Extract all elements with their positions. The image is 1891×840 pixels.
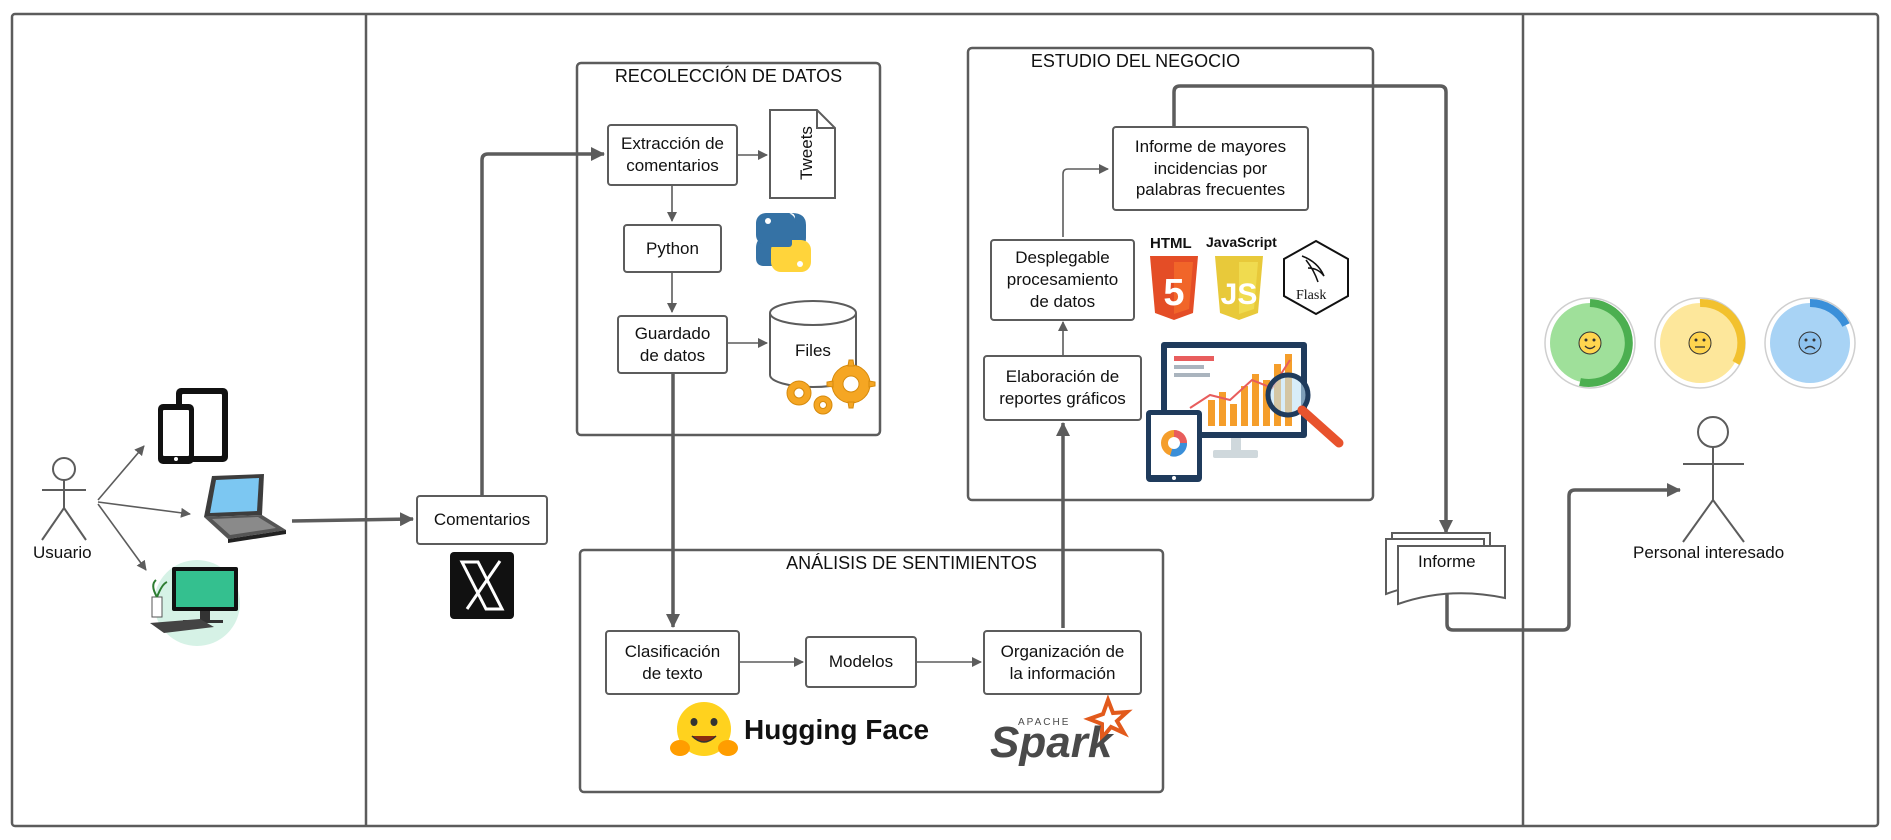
node-comentarios: Comentarios — [416, 495, 548, 545]
document-fold — [816, 110, 835, 129]
svg-text:5: 5 — [1163, 272, 1184, 314]
section-recoleccion — [575, 61, 882, 437]
node-modelos: Modelos — [805, 636, 917, 688]
user-actor-label: Usuario — [33, 543, 92, 562]
spark-logo-icon — [1083, 694, 1133, 744]
python-logo-icon — [756, 213, 811, 272]
html-logo-text: HTML — [1150, 235, 1192, 252]
node-clasificacion: Clasificación de texto — [605, 630, 740, 695]
arrow — [1062, 164, 1109, 237]
dashboard-illustration-icon — [1146, 342, 1344, 482]
hugging-face-logo-text: Hugging Face — [744, 714, 930, 745]
apache-logo-text: APACHE — [1018, 717, 1071, 728]
node-desplegable: Desplegable procesamiento de datos — [990, 239, 1135, 321]
node-organizacion: Organización de la información — [983, 630, 1142, 695]
svg-text:JS: JS — [1221, 278, 1258, 311]
arrow — [291, 512, 414, 527]
arrow — [480, 147, 605, 496]
stakeholder-actor-label: Personal interesado — [1633, 543, 1785, 562]
node-guardado: Guardado de datos — [617, 315, 728, 374]
arrow — [97, 445, 145, 501]
node-extraccion: Extracción de comentarios — [607, 124, 738, 186]
section-analisis — [578, 548, 1165, 794]
happy-face-icon — [1544, 297, 1636, 389]
js-logo-icon: JS — [1215, 256, 1263, 320]
arrow — [1445, 483, 1681, 632]
flask-logo-text: Flask — [1296, 288, 1327, 303]
html5-logo-icon: 5 — [1150, 256, 1198, 320]
hugging-face-emoji-icon — [670, 702, 738, 756]
arrow — [97, 503, 147, 571]
user-actor-icon — [41, 457, 87, 541]
gear-icon — [786, 359, 876, 415]
stakeholder-actor-icon — [1682, 416, 1745, 543]
arrow — [97, 501, 191, 518]
section-title-estudio: ESTUDIO DEL NEGOCIO — [1030, 51, 1241, 71]
node-python: Python — [623, 224, 722, 273]
informe-multidoc-shape — [1385, 532, 1506, 606]
spark-logo-text: Spark — [990, 718, 1113, 767]
javascript-logo-text: JavaScript — [1206, 234, 1277, 250]
files-cylinder-shape — [769, 300, 857, 388]
section-title-recoleccion: RECOLECCIÓN DE DATOS — [614, 66, 843, 86]
phone-tablet-icon — [158, 388, 228, 464]
outer-frame — [10, 12, 1880, 828]
tweets-document-shape — [769, 109, 836, 199]
files-label: Files — [795, 341, 831, 360]
node-elaboracion: Elaboración de reportes gráficos — [983, 355, 1142, 421]
laptop-icon — [204, 474, 286, 543]
desktop-icon — [150, 560, 240, 646]
flask-logo-icon — [1283, 239, 1349, 316]
tweets-label: Tweets — [797, 126, 816, 180]
neutral-face-icon — [1654, 297, 1746, 389]
section-estudio — [966, 46, 1375, 502]
node-informe-mayores: Informe de mayores incidencias por palab… — [1112, 126, 1309, 211]
section-title-analisis: ANÁLISIS DE SENTIMIENTOS — [786, 553, 1037, 573]
arrow — [1172, 84, 1453, 534]
informe-label: Informe — [1418, 552, 1476, 571]
sad-face-icon — [1764, 297, 1856, 389]
x-logo-icon — [450, 552, 514, 619]
